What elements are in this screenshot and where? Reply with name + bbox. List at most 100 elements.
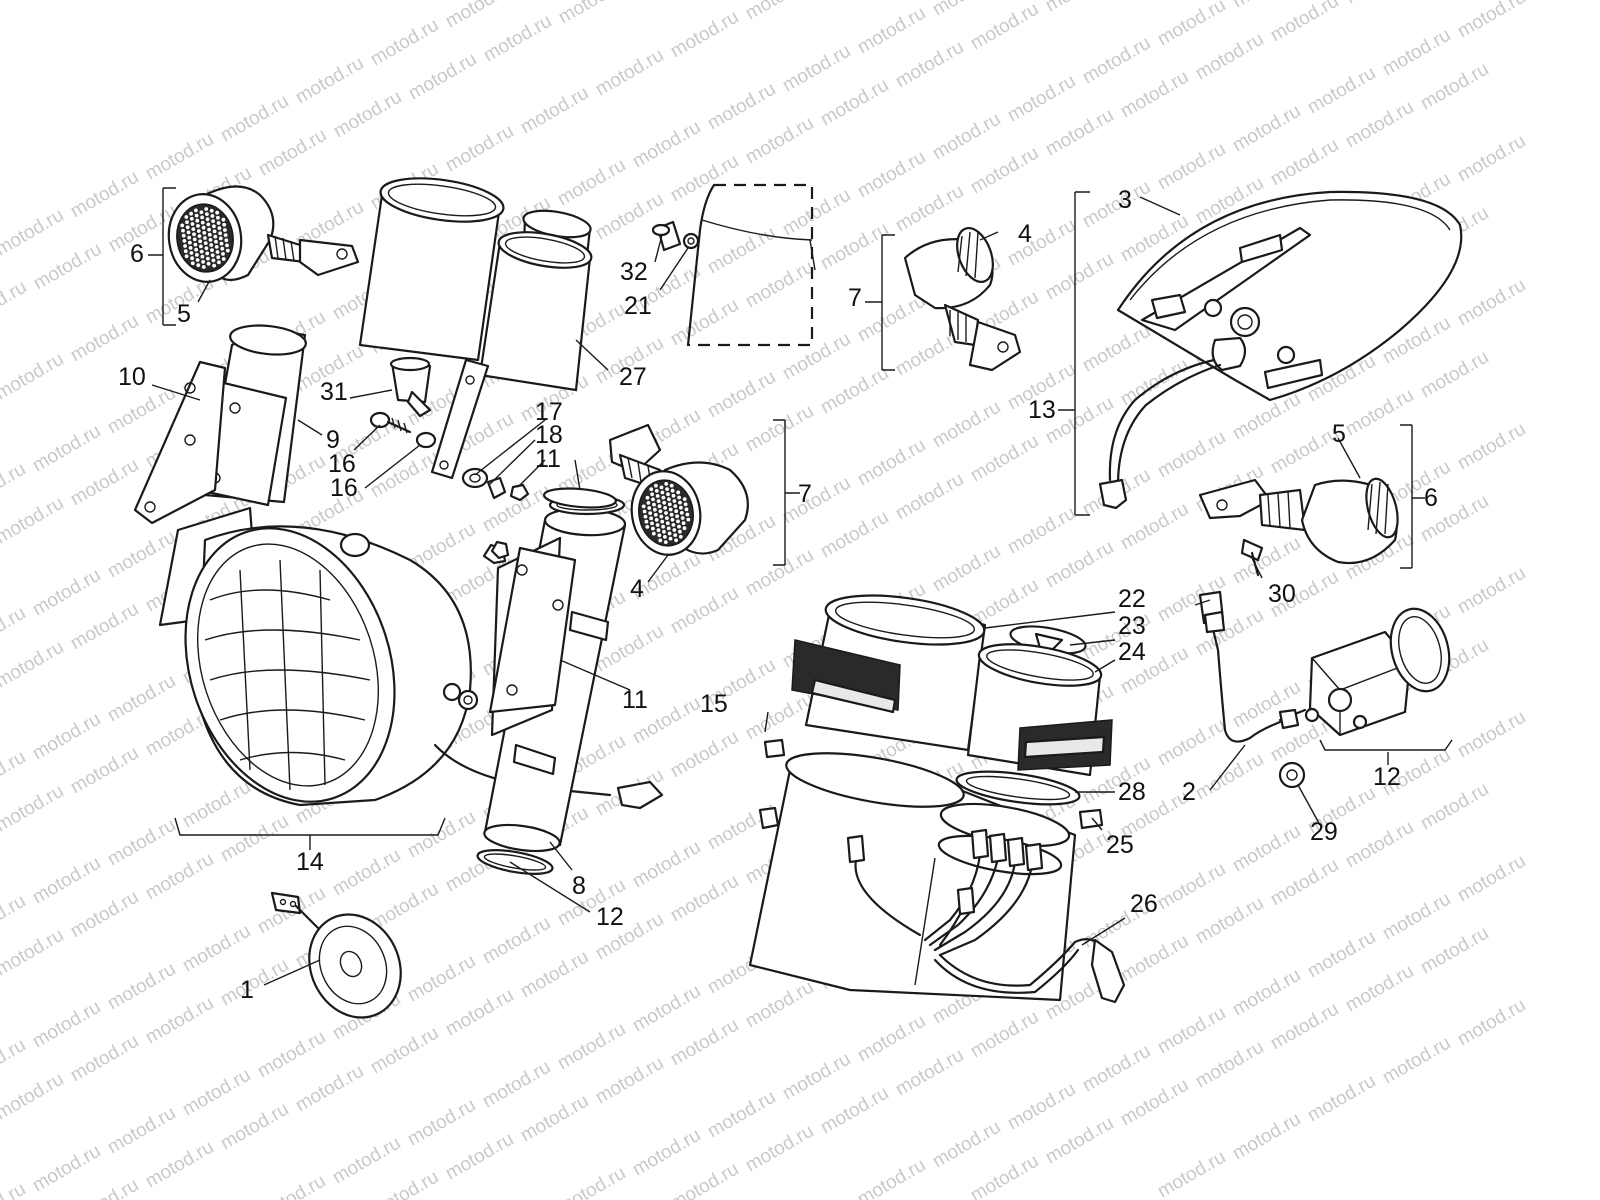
lens-dot: [223, 228, 227, 232]
lens-dot: [660, 490, 665, 495]
callout-29: 25: [1106, 831, 1134, 859]
callout-28: 15: [700, 690, 728, 718]
lens-dot: [190, 222, 195, 226]
lens-dot: [192, 237, 197, 242]
watermark-text: motod.ru: [1079, 1041, 1154, 1097]
callout-27: 29: [1310, 818, 1338, 846]
watermark-text: motod.ru: [1229, 0, 1304, 12]
callout-26: 28: [1118, 778, 1146, 806]
lens-dot: [673, 533, 678, 537]
lens-dot: [651, 531, 656, 536]
watermark-text: motod.ru: [929, 0, 1004, 20]
watermark-text: motod.ru: [67, 311, 142, 367]
lens-dot: [191, 227, 196, 232]
watermark-text: motod.ru: [1304, 63, 1379, 119]
watermark-text: motod.ru: [329, 1133, 404, 1189]
lens-dot: [676, 490, 681, 495]
lens-dot: [206, 222, 211, 227]
lens-dot: [220, 246, 225, 251]
lens-dot: [184, 215, 189, 219]
lens-dot: [221, 217, 226, 222]
lens-dot: [189, 216, 194, 221]
lens-dot: [185, 220, 189, 225]
watermark-text: motod.ru: [1117, 1075, 1192, 1131]
watermark-text: motod.ru: [742, 545, 817, 601]
lens-dot: [203, 236, 207, 240]
watermark-text: motod.ru: [967, 1151, 1042, 1200]
lens-dot: [196, 224, 200, 228]
watermark-text: motod.ru: [667, 151, 742, 207]
lens-dot: [225, 248, 230, 253]
watermark-text: motod.ru: [1192, 1037, 1267, 1093]
lens-dot: [655, 523, 660, 527]
watermark-text: motod.ru: [667, 7, 742, 63]
watermark-text: motod.ru: [1267, 999, 1342, 1055]
watermark-text: motod.ru: [929, 397, 1004, 453]
lens-dot: [658, 538, 663, 543]
lens-dot: [643, 514, 648, 519]
callout-2: 2: [1182, 778, 1196, 806]
callout-12: 12: [596, 903, 624, 931]
lens-dot: [210, 248, 214, 253]
watermark-text: motod.ru: [592, 45, 667, 101]
lens-dot: [663, 540, 668, 544]
watermark-text: motod.ru: [104, 1103, 179, 1159]
callout-31: 31: [320, 378, 348, 406]
watermark-text: motod.ru: [29, 421, 104, 477]
watermark-text: motod.ru: [667, 871, 742, 927]
callout-labels: 6 5 10 9 16 16 31 17 18 11 27 32 21 7 4 …: [118, 186, 1438, 1004]
watermark-text: motod.ru: [742, 401, 817, 457]
instrument-cluster-lower: [748, 594, 1126, 1004]
lens-dot: [661, 495, 666, 500]
lens-dot: [200, 220, 205, 225]
watermark-text: motod.ru: [255, 125, 330, 181]
watermark-text: motod.ru: [629, 1125, 704, 1181]
watermark-text: motod.ru: [442, 121, 517, 177]
lens-dot: [654, 483, 658, 488]
turn-signal-front-left: [167, 185, 360, 283]
lens-dot: [207, 232, 212, 237]
lens-dot: [654, 489, 659, 493]
lens-dot: [671, 493, 676, 498]
lens-dot: [670, 517, 675, 522]
watermark-text: motod.ru: [1079, 177, 1154, 233]
lens-dot: [199, 210, 204, 215]
watermark-text: motod.ru: [0, 637, 67, 693]
watermark-text: motod.ru: [779, 1049, 854, 1105]
watermark-text: motod.ru: [1454, 995, 1529, 1051]
lens-dot: [672, 499, 677, 503]
lens-dot: [668, 536, 673, 541]
lens-dot: [210, 214, 215, 218]
callout-18: 21: [624, 292, 652, 320]
turn-signal-rear-right: [1198, 477, 1399, 577]
lens-dot: [186, 230, 191, 235]
lens-dot: [679, 511, 684, 515]
lens-dot: [666, 492, 670, 497]
watermark-text: motod.ru: [854, 1011, 929, 1067]
lens-dot: [668, 507, 673, 512]
headlight-bracket-right: [457, 494, 627, 875]
callout-7: 7: [848, 284, 862, 312]
lens-dot: [676, 519, 680, 524]
turn-signal-rear-top: [903, 227, 1022, 372]
watermark-text: motod.ru: [254, 1027, 329, 1083]
watermark-text: motod.ru: [1342, 97, 1417, 153]
lens-dot: [677, 495, 681, 500]
watermark-text: motod.ru: [1454, 851, 1529, 907]
lens-dot: [681, 521, 686, 525]
callout-3: 3: [1118, 186, 1132, 214]
lens-dot: [659, 485, 664, 490]
watermark-text: motod.ru: [1042, 0, 1117, 16]
watermark-text: motod.ru: [0, 277, 30, 333]
watermark-text: motod.ru: [330, 87, 405, 143]
lens-dot: [216, 215, 220, 220]
watermark-text: motod.ru: [142, 993, 217, 1049]
watermark-text: motod.ru: [1154, 1003, 1229, 1059]
watermark-text: motod.ru: [1154, 859, 1229, 915]
watermark-text: motod.ru: [667, 1159, 742, 1200]
lens-dot: [650, 492, 654, 497]
lens-dot: [187, 235, 192, 240]
lens-dot: [675, 514, 679, 519]
lens-dot: [663, 535, 667, 539]
